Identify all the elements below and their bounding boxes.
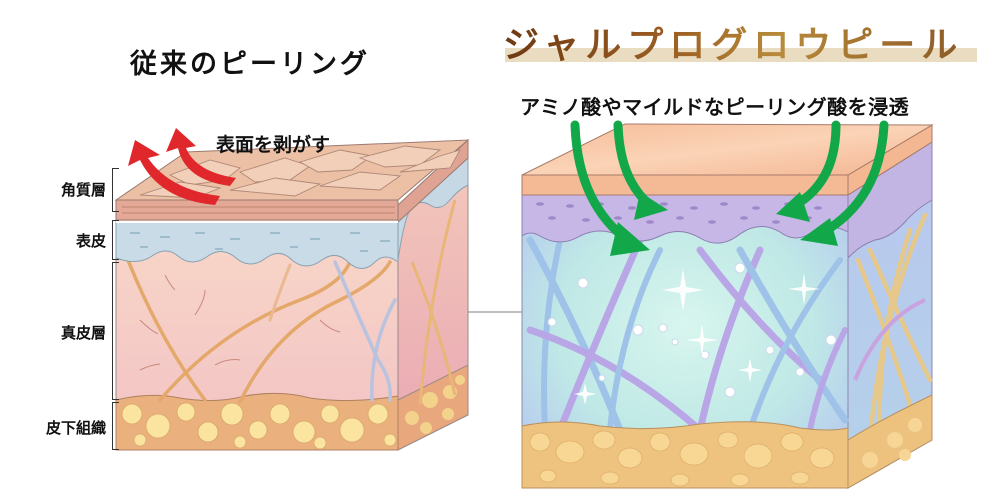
peel-arrows	[128, 128, 236, 205]
right-skin-cube	[521, 120, 934, 489]
bracket-subcutaneous	[112, 402, 119, 450]
layer-label-subcutaneous: 皮下組織	[45, 419, 106, 437]
layer-label-epidermis: 表皮	[75, 232, 106, 250]
right-panel-title: ジャルプログロウピール	[503, 16, 963, 68]
bracket-dermis	[112, 262, 119, 400]
title-underline-band	[505, 48, 977, 62]
right-panel-subtitle: アミノ酸やマイルドなピーリング酸を浸透	[520, 95, 910, 119]
bracket-epidermis	[112, 220, 119, 260]
right-panel-title-block: ジャルプログロウピール	[497, 12, 977, 70]
layer-label-dermis: 真皮層	[60, 324, 106, 342]
sparkle-icons	[574, 269, 820, 405]
left-panel-title: 従来のピーリング	[130, 49, 370, 80]
layer-label-stratum-corneum: 角質層	[60, 181, 106, 199]
bracket-stratum-corneum	[112, 168, 119, 212]
peel-action-label: 表面を剥がす	[216, 134, 331, 156]
left-skin-cube	[114, 128, 470, 451]
